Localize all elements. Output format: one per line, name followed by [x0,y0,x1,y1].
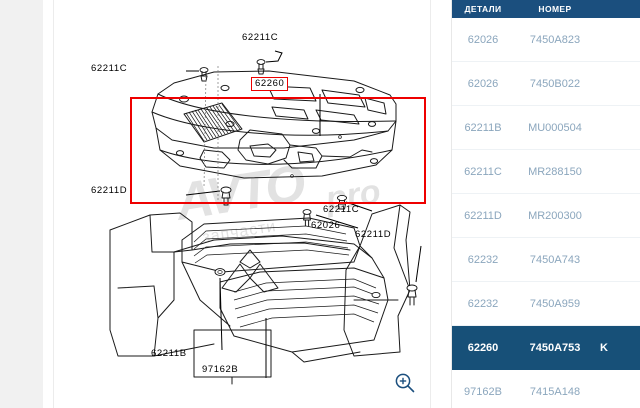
cell-extra[interactable] [596,105,640,150]
zoom-in-button[interactable] [388,366,422,400]
column-header-detail[interactable]: ДЕТАЛИ [452,0,514,18]
highlight-rect [130,97,426,204]
cell-detail[interactable]: 62232 [452,281,514,326]
cell-extra[interactable] [596,149,640,194]
cell-detail[interactable]: 62026 [452,61,514,106]
cell-detail[interactable]: 62232 [452,237,514,282]
cell-detail[interactable]: 62211B [452,105,514,150]
svg-text:pro: pro [322,172,383,218]
upper-radiator-support [151,70,397,179]
callout-62211D-left: 62211D [91,185,128,196]
table-header-row: ДЕТАЛИ НОМЕР [452,0,640,18]
diagram-panel[interactable]: .ln{fill:none;stroke:#1a1a1a;stroke-widt… [53,0,431,408]
callout-62211C-top: 62211C [242,32,279,43]
cell-number[interactable]: MU000504 [514,105,596,150]
cell-number[interactable]: 7450A753 [514,325,596,370]
cell-detail[interactable]: 62211D [452,193,514,238]
cell-extra[interactable] [596,61,640,106]
cell-detail[interactable]: 97162B [452,369,514,408]
front-end-and-grille [109,204,411,363]
callout-62260-highlighted: 62260 [251,77,289,91]
watermark: AVTO pro запчасти [170,154,383,246]
zoom-in-icon [395,373,415,393]
cell-extra[interactable] [596,193,640,238]
left-gutter [0,0,43,408]
callout-62211B: 62211B [151,348,187,359]
parts-table-header: ДЕТАЛИ НОМЕР [452,0,640,18]
cell-number[interactable]: 7450A823 [514,18,596,62]
cell-extra[interactable] [596,369,640,408]
cell-extra[interactable] [596,281,640,326]
cell-extra[interactable]: K [596,325,640,370]
callout-62026: 62026 [311,220,341,231]
parts-diagram: .ln{fill:none;stroke:#1a1a1a;stroke-widt… [109,50,426,385]
callout-62211C-left: 62211C [91,63,128,74]
column-header-number[interactable]: НОМЕР [514,0,596,18]
column-header-extra[interactable] [596,0,640,18]
cell-number[interactable]: 7450A743 [514,237,596,282]
cell-number[interactable]: 7450A959 [514,281,596,326]
leader-lines [185,50,422,378]
callout-97162B: 97162B [202,364,239,375]
callout-62211C-lower: 62211C [323,204,360,215]
cell-extra[interactable] [596,237,640,282]
cell-detail[interactable]: 62211C [452,149,514,194]
fasteners [199,59,418,306]
cell-number[interactable]: MR288150 [514,149,596,194]
callout-62211D-right: 62211D [355,229,392,240]
left-gutter-gap [43,0,53,408]
cell-number[interactable]: 7450B022 [514,61,596,106]
cell-number[interactable]: 7415A148 [514,369,596,408]
mitsubishi-emblem [221,249,279,293]
cell-detail[interactable]: 62260 [452,325,514,370]
cell-extra[interactable] [596,18,640,62]
cell-detail[interactable]: 62026 [452,18,514,62]
cell-number[interactable]: MR200300 [514,193,596,238]
